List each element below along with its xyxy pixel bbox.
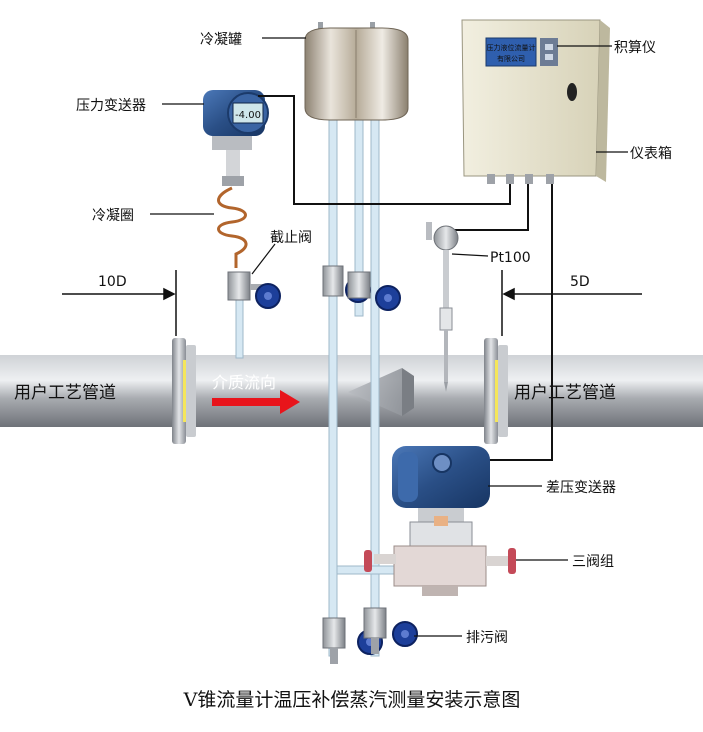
dp-transmitter xyxy=(392,446,490,549)
label-flow-direction: 介质流向 xyxy=(212,373,276,392)
label-pipe-left: 用户工艺管道 xyxy=(14,383,116,403)
label-instrument-box: 仪表箱 xyxy=(630,146,672,162)
three-valve-manifold xyxy=(364,545,516,596)
instrument-box: 压力液位流量计 有限公司 xyxy=(461,19,610,184)
box-lock-icon xyxy=(567,83,577,101)
label-three-valve-manifold: 三阀组 xyxy=(572,554,614,570)
pressure-transmitter: -4.00 xyxy=(203,90,269,186)
leader-lines xyxy=(150,37,628,637)
dimension-10d xyxy=(62,270,177,336)
process-pipe xyxy=(0,338,703,444)
pt100-sensor xyxy=(426,222,459,392)
box-screen-line2: 有限公司 xyxy=(497,54,525,63)
flow-arrow xyxy=(212,390,300,414)
label-pt100: Pt100 xyxy=(490,250,531,266)
label-drain-valve: 排污阀 xyxy=(466,630,508,646)
dimension-5d xyxy=(501,270,642,336)
label-stop-valve: 截止阀 xyxy=(270,230,312,246)
box-screen-line1: 压力液位流量计 xyxy=(487,43,536,52)
condensing-tank xyxy=(304,22,409,121)
label-pressure-transmitter: 压力变送器 xyxy=(76,98,146,114)
stop-valve-dp-right xyxy=(347,271,401,311)
label-flow-computer: 积算仪 xyxy=(614,40,656,56)
label-condensing-coil: 冷凝圈 xyxy=(92,208,134,224)
label-dp-transmitter: 差压变送器 xyxy=(546,480,616,496)
stop-valve-pressure xyxy=(227,271,281,309)
diagram-title: V锥流量计温压补偿蒸汽测量安装示意图 xyxy=(183,689,521,711)
condensing-coil xyxy=(217,186,248,268)
labels: 冷凝罐 压力变送器 冷凝圈 截止阀 积算仪 仪表箱 Pt100 10D 5D 用… xyxy=(14,32,672,646)
drain-valve-right xyxy=(363,607,418,654)
label-pipe-right: 用户工艺管道 xyxy=(514,383,616,403)
pressure-reading: -4.00 xyxy=(235,110,261,121)
label-10d: 10D xyxy=(98,274,127,290)
label-5d: 5D xyxy=(570,274,590,290)
label-condensing-tank: 冷凝罐 xyxy=(200,32,242,48)
